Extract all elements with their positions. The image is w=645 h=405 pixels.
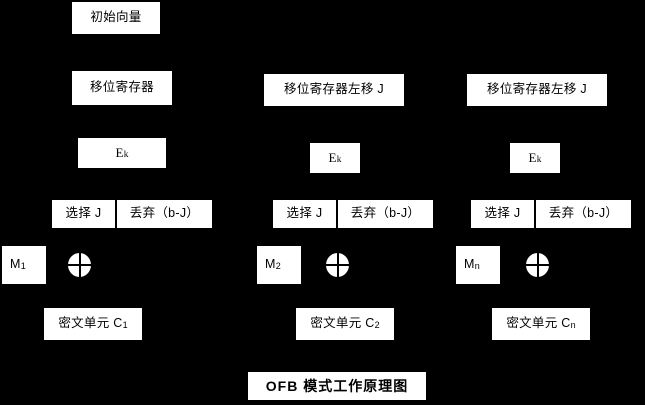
discard-box-3: 丢弃（b-J） [536, 200, 631, 228]
shift-register-box-3: 移位寄存器左移 J [467, 74, 607, 106]
encrypt-sub-1: k [123, 150, 129, 161]
shift-register-box-2: 移位寄存器左移 J [264, 74, 404, 106]
initial-vector-box: 初始向量 [72, 2, 160, 34]
xor-vertical-bar-3 [536, 253, 539, 277]
plaintext-sub-3: n [474, 261, 480, 272]
plaintext-label-1: M [10, 257, 21, 272]
diagram-title-box: OFB 模式工作原理图 [248, 372, 426, 400]
encrypt-sub-3: k [536, 155, 542, 166]
select-label-3: 选择 J [484, 206, 521, 221]
xor-vertical-bar-2 [336, 253, 339, 277]
plaintext-sub-1: 1 [20, 261, 26, 272]
ciphertext-label-2: 密文单元 C [310, 316, 375, 331]
xor-icon-2 [326, 253, 349, 277]
ciphertext-label-1: 密文单元 C [58, 316, 123, 331]
xor-vertical-bar-1 [78, 253, 81, 277]
discard-box-1: 丢弃（b-J） [117, 200, 212, 228]
select-box-2: 选择 J [273, 200, 336, 228]
encrypt-label-2: E [328, 149, 337, 165]
encrypt-label-3: E [528, 149, 537, 165]
encrypt-sub-2: k [336, 155, 342, 166]
select-label-1: 选择 J [65, 206, 102, 221]
select-label-2: 选择 J [286, 206, 323, 221]
plaintext-label-2: M [265, 257, 276, 272]
plaintext-sub-2: 2 [275, 261, 281, 272]
encrypt-label-1: E [115, 144, 124, 160]
xor-icon-3 [526, 253, 549, 277]
diagram-title: OFB 模式工作原理图 [265, 378, 409, 394]
ciphertext-sub-2: 2 [374, 320, 380, 331]
discard-label-3: 丢弃（b-J） [548, 206, 619, 221]
shift-register-box-1: 移位寄存器 [72, 71, 172, 105]
plaintext-label-3: M [464, 257, 475, 272]
shift-register-label-2: 移位寄存器左移 J [284, 82, 384, 97]
shift-register-label-3: 移位寄存器左移 J [487, 82, 587, 97]
xor-icon-1 [68, 253, 91, 277]
select-box-1: 选择 J [52, 200, 115, 228]
ciphertext-sub-3: n [570, 320, 576, 331]
initial-vector-label: 初始向量 [90, 10, 142, 25]
ciphertext-sub-1: 1 [122, 320, 128, 331]
discard-label-2: 丢弃（b-J） [350, 206, 421, 221]
discard-label-1: 丢弃（b-J） [129, 206, 200, 221]
select-box-3: 选择 J [471, 200, 534, 228]
shift-register-label-1: 移位寄存器 [89, 80, 154, 95]
discard-box-2: 丢弃（b-J） [338, 200, 433, 228]
ciphertext-label-3: 密文单元 C [506, 316, 571, 331]
